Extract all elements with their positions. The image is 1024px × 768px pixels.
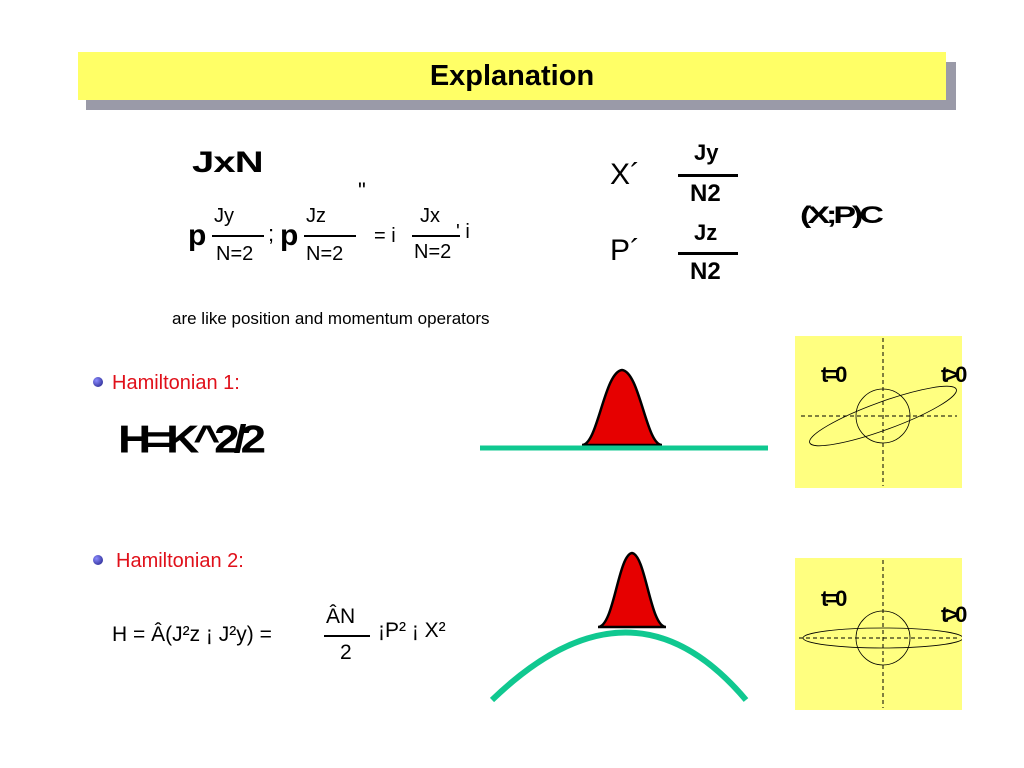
- eq-tail: ' i: [456, 221, 470, 243]
- eq-equals-i: = i: [374, 225, 396, 247]
- eq-frac3-bar: [412, 235, 460, 237]
- eq-p-definition: P´ Jz N2: [610, 220, 750, 290]
- hamiltonian2-formula: H = Â(J²z ¡ J²y) = ÂN 2 ¡P² ¡ X²: [112, 605, 502, 665]
- eq-x-definition: X´ Jy N2: [610, 140, 750, 210]
- caption-operators: are like position and momentum operators: [172, 309, 490, 328]
- eq-frac2-den: N=2: [306, 243, 344, 265]
- slide-title: Explanation: [429, 59, 595, 92]
- eq-x-den: N2: [690, 180, 721, 207]
- eq-p-label: P´: [610, 234, 640, 267]
- h2-frac-bar: [324, 635, 370, 637]
- eq-quote: ": [358, 178, 366, 203]
- eq-frac3-num: Jx: [420, 205, 440, 227]
- eq-p-symbol-2: p: [280, 219, 299, 252]
- eq-x-bar: [678, 174, 738, 177]
- initial-state-circle: [855, 610, 911, 666]
- eq-x-num: Jy: [694, 140, 719, 165]
- bullet-icon: [93, 555, 103, 565]
- hamiltonian1-label: Hamiltonian 1:: [112, 372, 240, 394]
- hamiltonian1-formula: H=K^2/2: [118, 416, 266, 462]
- phase-space-panel-1: t=0 t>0: [795, 336, 967, 488]
- h2-frac-num: ÂN: [326, 605, 356, 628]
- eq-frac1-den: N=2: [216, 243, 254, 265]
- eq-p-num: Jz: [694, 220, 718, 245]
- initial-state-circle: [855, 388, 911, 444]
- h2-tail: ¡P² ¡ X²: [378, 619, 446, 642]
- bullet-icon: [93, 377, 103, 387]
- eq-operator-row: p Jy N=2 ; p Jz N=2 = i Jx N=2 ' i: [188, 205, 508, 275]
- eq-frac2-num: Jz: [306, 205, 326, 227]
- wavepacket-inverted-diagram: [489, 551, 749, 703]
- squeezed-state-ellipse: [809, 385, 957, 447]
- panel1-t1-label: t>0: [941, 362, 967, 387]
- eq-p-symbol-1: p: [188, 219, 207, 252]
- eq-garbled-jxn: J x N: [192, 145, 264, 180]
- wavepacket-flat-diagram: [480, 368, 768, 451]
- eq-frac2-bar: [304, 235, 356, 237]
- h2-formula-lhs: H = Â(J²z ¡ J²y) =: [112, 623, 272, 646]
- phase-space-plot-2: [799, 560, 962, 708]
- panel1-t0-label: t=0: [821, 362, 847, 387]
- eq-garbled-xpc: (X;P)C: [800, 201, 884, 229]
- eq-garbled-text: J x N: [192, 145, 264, 179]
- panel2-t0-label: t=0: [821, 586, 847, 611]
- eq-p-den: N2: [690, 258, 721, 285]
- gaussian-peak-1: [581, 368, 663, 447]
- eq-frac1-bar: [212, 235, 264, 237]
- phase-space-plot-1: [801, 338, 957, 486]
- inverted-potential-curve: [489, 629, 749, 703]
- h2-frac-den: 2: [340, 641, 352, 664]
- gaussian-peak-2: [597, 551, 667, 629]
- eq-p-bar: [678, 252, 738, 255]
- eq-frac1-num: Jy: [214, 205, 234, 227]
- eq-frac3-den: N=2: [414, 241, 452, 263]
- panel2-t1-label: t>0: [941, 602, 967, 627]
- eq-semicolon: ;: [268, 221, 275, 246]
- hamiltonian2-label: Hamiltonian 2:: [116, 550, 244, 572]
- title-bar: Explanation: [78, 52, 946, 100]
- phase-space-panel-2: t=0 t>0: [795, 558, 967, 710]
- eq-x-label: X´: [610, 158, 640, 191]
- squeezed-state-ellipse: [802, 627, 962, 649]
